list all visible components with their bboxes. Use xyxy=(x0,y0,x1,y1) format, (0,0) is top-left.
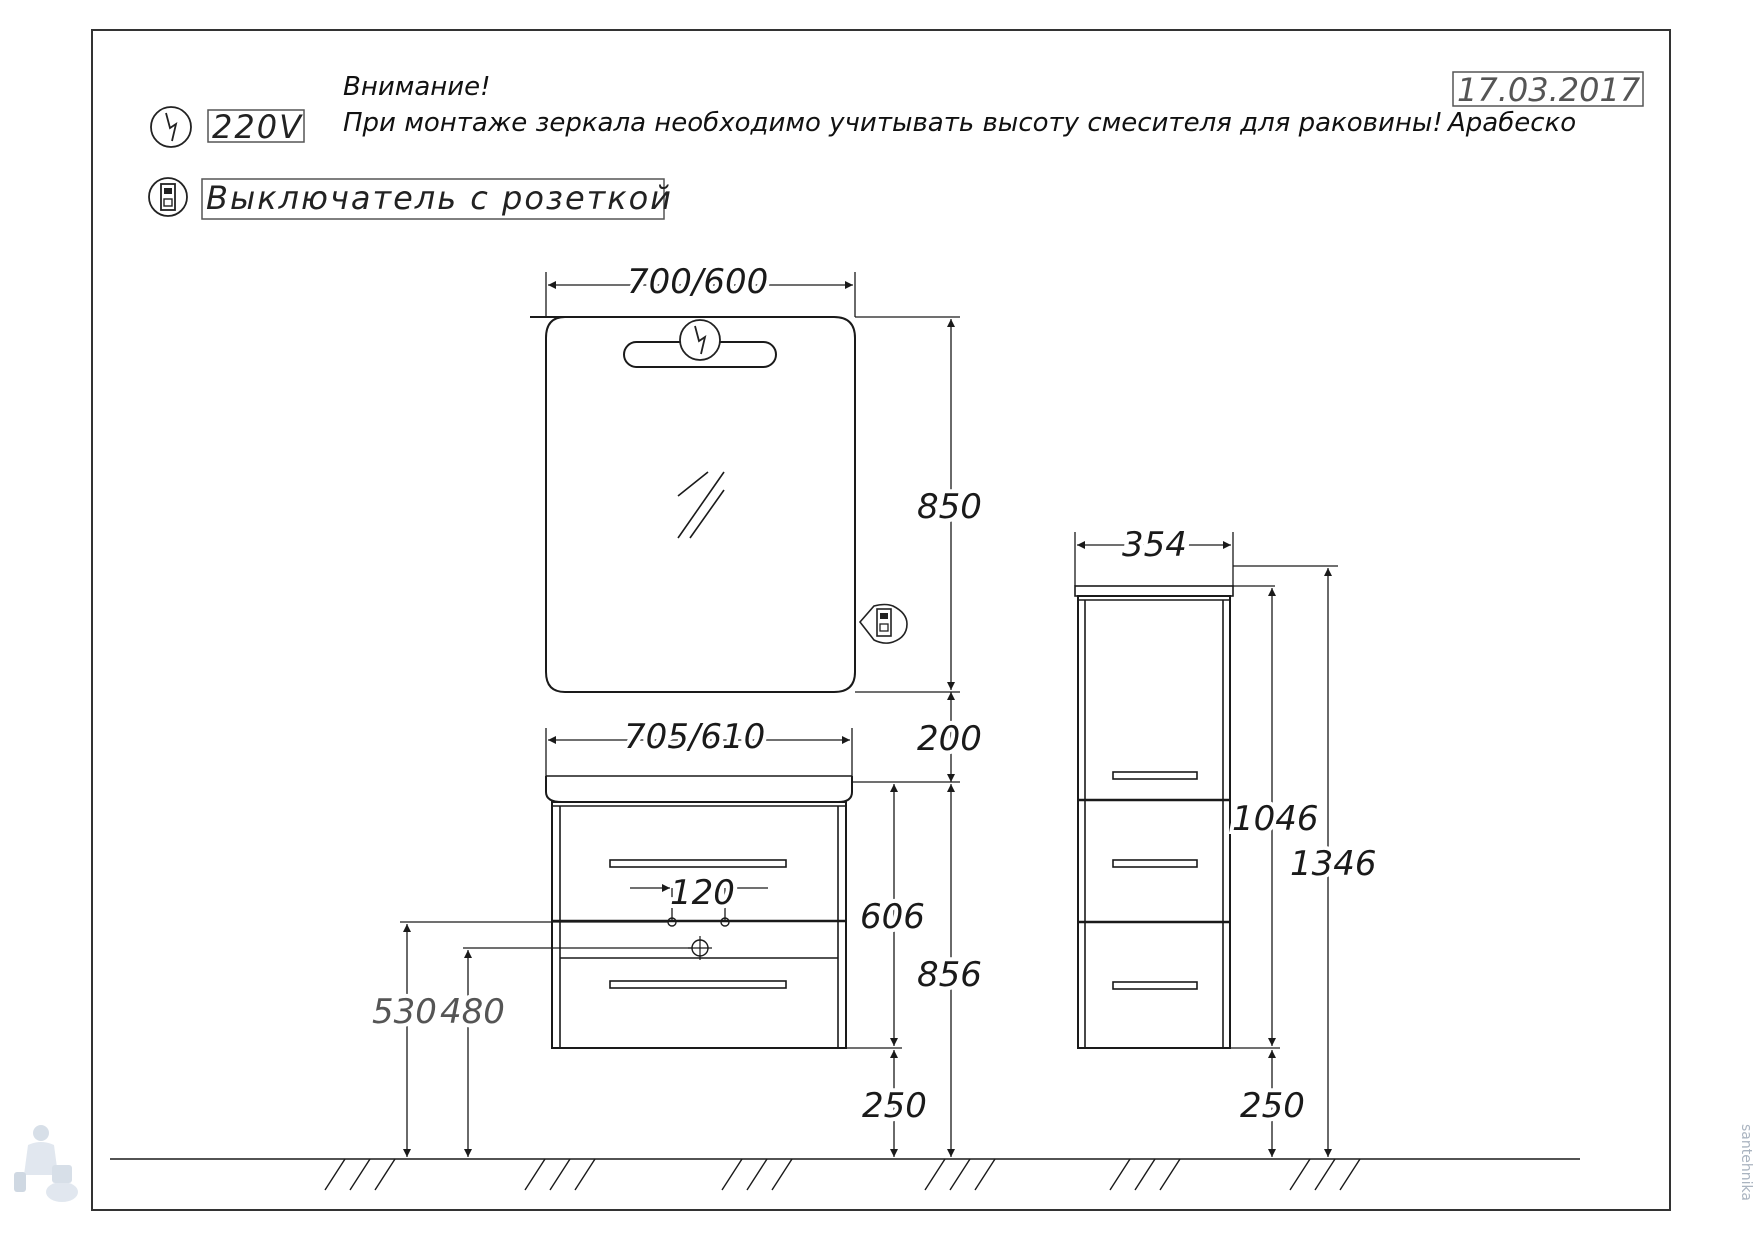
mirror-width-label: 700/600 xyxy=(627,262,768,302)
vanity-height-label: 606 xyxy=(860,897,925,937)
power-icon xyxy=(150,106,192,148)
dim-mirror-height xyxy=(855,316,960,693)
voltage-text: 220V xyxy=(212,108,303,146)
mirror-height-label: 850 xyxy=(917,487,982,527)
cabinet-top-height-label: 1346 xyxy=(1290,844,1377,884)
mirror-switch-icon xyxy=(858,603,908,644)
product-name: Арабеско xyxy=(1446,108,1576,138)
mirror-cabinet xyxy=(530,316,856,693)
date-box xyxy=(1452,71,1644,107)
floor-line xyxy=(110,1158,1580,1191)
switch-label-text: Выключатель с розеткой xyxy=(206,179,673,217)
watermark-text: santehnika xyxy=(1738,1124,1754,1201)
vanity-top-height-label: 856 xyxy=(917,955,982,995)
switch-label-box xyxy=(201,178,665,220)
dim-mirror-width xyxy=(545,272,856,317)
cabinet-floor-gap-label: 250 xyxy=(1240,1086,1305,1126)
drawing-frame xyxy=(91,29,1671,1211)
pipe-height-2-label: 480 xyxy=(440,992,505,1032)
mirror-light-icon xyxy=(679,319,721,361)
cabinet-body-height-label: 1046 xyxy=(1232,799,1319,839)
pipe-height-1-label: 530 xyxy=(372,992,437,1032)
warning-text: При монтаже зеркала необходимо учитывать… xyxy=(343,108,1443,138)
dim-cabinet-heights xyxy=(1230,565,1338,1157)
dim-cabinet-width xyxy=(1074,532,1234,586)
dim-vanity-height xyxy=(846,781,960,1157)
vanity-floor-gap-label: 250 xyxy=(862,1086,927,1126)
gap-label: 200 xyxy=(917,719,982,759)
switch-socket-icon xyxy=(148,177,188,217)
voltage-box xyxy=(207,109,305,143)
watermark-text-group: santehnika xyxy=(1738,1124,1754,1201)
plumber-mascot-logo xyxy=(14,1125,78,1202)
faucet-spacing-label: 120 xyxy=(670,873,735,913)
cabinet-width-label: 354 xyxy=(1122,525,1187,565)
tall-cabinet xyxy=(1074,585,1234,1049)
dim-vanity-width xyxy=(545,728,853,776)
vanity-unit xyxy=(545,775,853,1049)
attention-title: Внимание! xyxy=(343,72,491,102)
date-text: 17.03.2017 xyxy=(1457,71,1641,109)
dim-pipe-heights xyxy=(400,921,692,1157)
vanity-width-label: 705/610 xyxy=(624,717,765,757)
